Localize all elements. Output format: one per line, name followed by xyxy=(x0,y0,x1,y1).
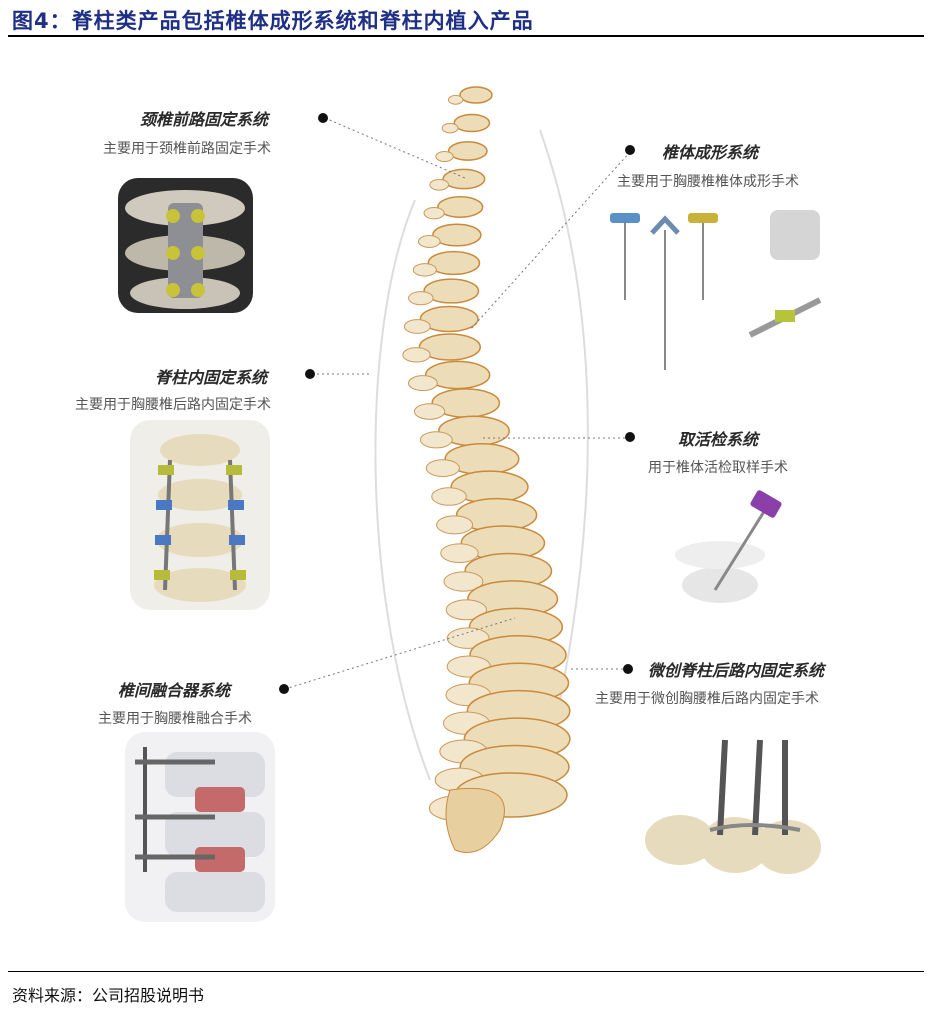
callout-dot xyxy=(279,684,289,694)
label-biopsy-system-desc: 用于椎体活检取样手术 xyxy=(648,460,788,476)
vertebra xyxy=(423,278,480,304)
callout-dot xyxy=(625,432,635,442)
vertebra-process xyxy=(443,571,484,592)
vertebra-process xyxy=(447,94,464,105)
vertebra xyxy=(437,196,484,218)
vertebra-process xyxy=(436,515,474,535)
cervical-plate-image xyxy=(118,178,253,313)
label-minimally-invasive-fixation-desc: 主要用于微创胸腰椎后路内固定手术 xyxy=(595,691,819,707)
label-spinal-internal-fixation: 脊柱内固定系统 xyxy=(155,368,268,387)
vertebra xyxy=(418,333,481,361)
label-cervical-anterior-fixation: 颈椎前路固定系统 xyxy=(140,110,269,129)
vertebra-process xyxy=(412,263,437,277)
callout-dot xyxy=(623,664,633,674)
label-spinal-internal-fixation-desc: 主要用于胸腰椎后路内固定手术 xyxy=(75,397,271,413)
vertebra-process xyxy=(445,599,488,621)
vertebra-process xyxy=(407,375,438,392)
leader-lines xyxy=(284,117,631,690)
vertebra-process xyxy=(413,403,446,420)
label-interbody-fusion-cage-desc: 主要用于胸腰椎融合手术 xyxy=(98,711,252,727)
top-divider xyxy=(8,35,924,37)
sacrum xyxy=(445,787,505,853)
vertebra-process xyxy=(429,178,450,191)
callout-dot xyxy=(305,369,315,379)
label-interbody-fusion-cage: 椎间融合器系统 xyxy=(118,681,231,700)
vertebra-process xyxy=(403,319,431,334)
callout-dot xyxy=(318,113,328,123)
vertebra-process xyxy=(423,207,445,220)
label-biopsy-system: 取活检系统 xyxy=(678,430,759,449)
spinal-rod-system-image xyxy=(130,420,270,610)
label-cervical-anterior-fixation-desc: 主要用于颈椎前路固定手术 xyxy=(103,141,271,157)
biopsy-tool-image xyxy=(675,490,782,603)
vertebroplasty-tools-image xyxy=(610,210,822,370)
vertebra-process xyxy=(435,150,454,162)
spine-illustration xyxy=(402,86,571,853)
source-note: 资料来源：公司招股说明书 xyxy=(12,986,205,1005)
vertebra-process xyxy=(425,459,460,478)
vertebra-process xyxy=(408,291,434,306)
vertebra xyxy=(427,250,481,276)
vertebra-process xyxy=(431,487,467,506)
interbody-cage-image xyxy=(125,732,275,922)
vertebra xyxy=(442,168,486,190)
vertebra-process xyxy=(417,235,441,248)
vertebra-process xyxy=(441,122,459,134)
label-vertebroplasty-system: 椎体成形系统 xyxy=(662,143,759,162)
vertebra-process xyxy=(402,347,431,363)
figure-title: 图4：脊柱类产品包括椎体成形系统和脊柱内植入产品 xyxy=(12,9,534,33)
label-minimally-invasive-fixation: 微创脊柱后路内固定系统 xyxy=(648,661,825,680)
vertebra xyxy=(453,113,491,133)
label-vertebroplasty-system-desc: 主要用于胸腰椎椎体成形手术 xyxy=(617,174,799,190)
vertebra-process xyxy=(419,431,453,449)
vertebra xyxy=(459,86,493,104)
vertebra xyxy=(432,223,482,247)
vertebra xyxy=(447,141,488,161)
bottom-divider xyxy=(8,971,924,972)
vertebra-process xyxy=(440,543,479,564)
vertebra xyxy=(419,305,479,333)
minimally-invasive-fixation-image xyxy=(645,739,821,874)
callout-dot xyxy=(625,145,635,155)
